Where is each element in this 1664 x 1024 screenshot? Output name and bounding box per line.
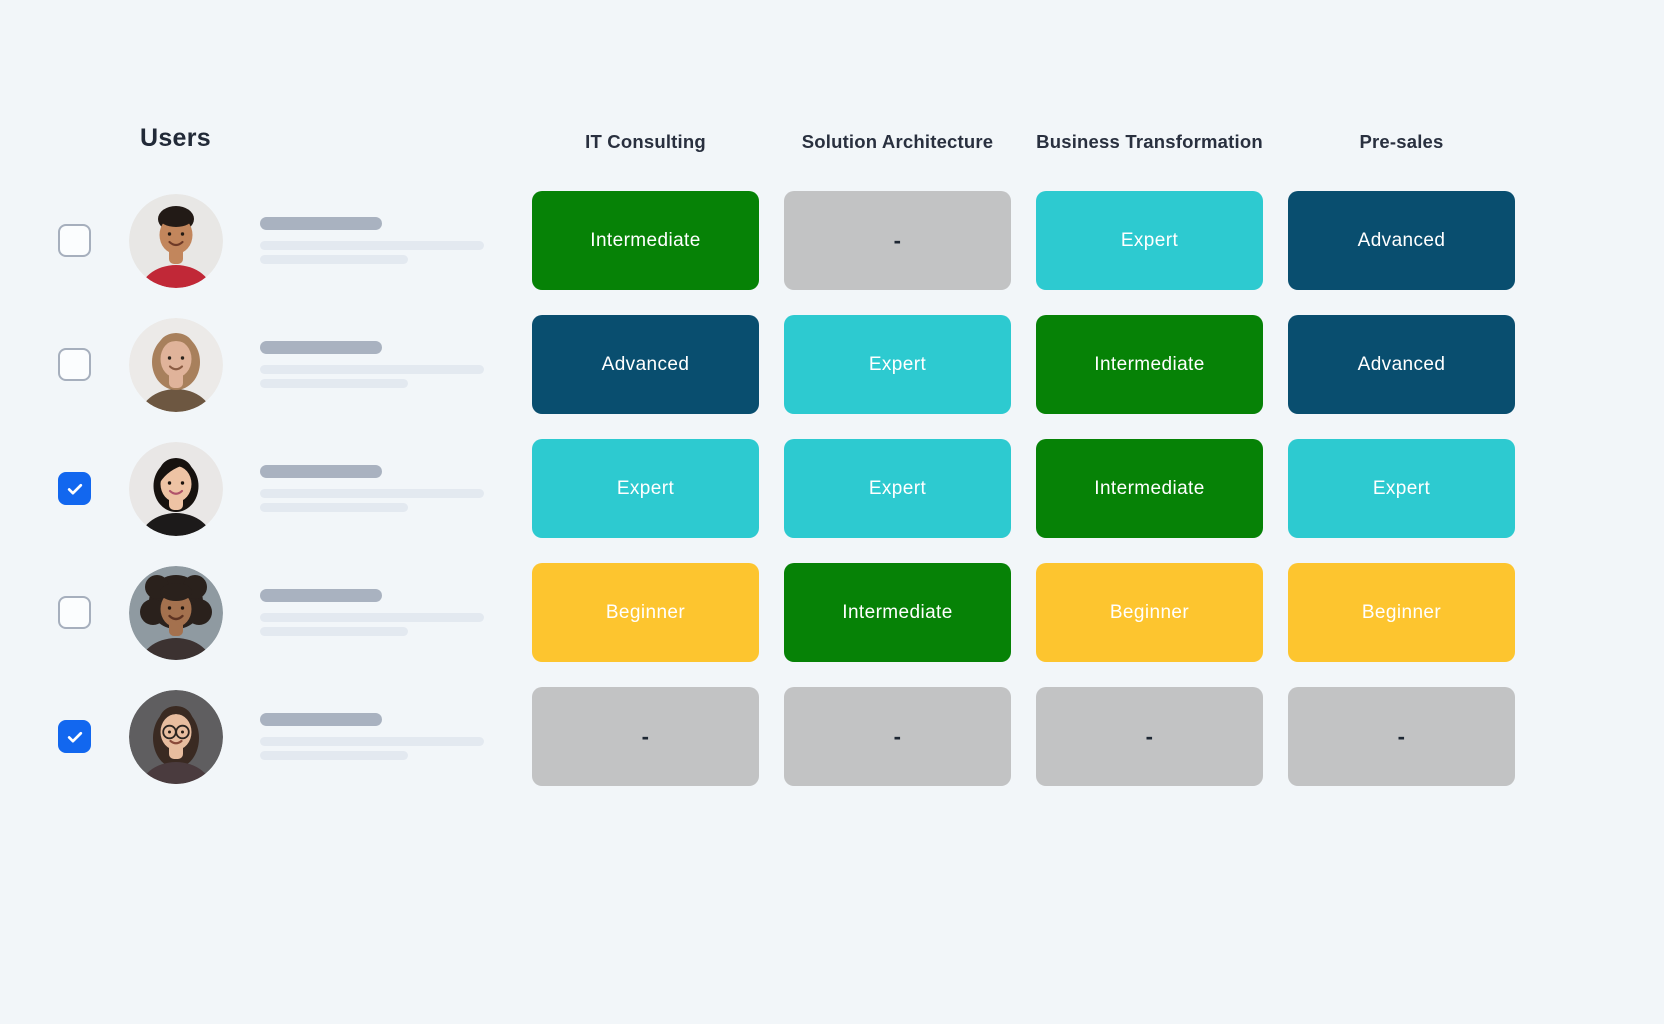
skill-badge-it-consulting[interactable]: Intermediate	[532, 191, 759, 290]
users-title-cell: Users	[58, 124, 532, 153]
user-row: Advanced Expert Intermediate Advanced	[58, 315, 1515, 414]
placeholder-bar	[260, 489, 484, 498]
user-row: Intermediate - Expert Advanced	[58, 191, 1515, 290]
user-avatar	[129, 193, 223, 288]
skill-badges: - - - -	[532, 687, 1515, 786]
skill-badges: Expert Expert Intermediate Expert	[532, 439, 1515, 538]
skills-matrix: Users IT Consulting Solution Architectur…	[58, 124, 1515, 811]
skill-badge-it-consulting[interactable]: -	[532, 687, 759, 786]
skill-badge-business-transformation[interactable]: Intermediate	[1036, 315, 1263, 414]
user-name-placeholder	[260, 589, 484, 636]
skill-badge-business-transformation[interactable]: Expert	[1036, 191, 1263, 290]
user-avatar	[129, 565, 223, 660]
column-header-business-transformation: Business Transformation	[1036, 131, 1263, 152]
skill-badge-solution-architecture[interactable]: Expert	[784, 439, 1011, 538]
user-cell	[58, 565, 532, 660]
skill-badge-solution-architecture[interactable]: -	[784, 191, 1011, 290]
placeholder-bar	[260, 379, 408, 388]
skill-badge-solution-architecture[interactable]: Intermediate	[784, 563, 1011, 662]
skill-badge-pre-sales[interactable]: Beginner	[1288, 563, 1515, 662]
placeholder-bar	[260, 217, 382, 230]
placeholder-bar	[260, 737, 484, 746]
user-avatar	[129, 689, 223, 784]
placeholder-bar	[260, 589, 382, 602]
placeholder-bar	[260, 341, 382, 354]
skill-badge-solution-architecture[interactable]: -	[784, 687, 1011, 786]
placeholder-bar	[260, 241, 484, 250]
user-row: Expert Expert Intermediate Expert	[58, 439, 1515, 538]
user-avatar	[129, 441, 223, 536]
user-checkbox[interactable]	[58, 596, 91, 629]
placeholder-bar	[260, 255, 408, 264]
user-name-placeholder	[260, 713, 484, 760]
user-cell	[58, 193, 532, 288]
placeholder-bar	[260, 365, 484, 374]
skill-badge-it-consulting[interactable]: Beginner	[532, 563, 759, 662]
placeholder-bar	[260, 751, 408, 760]
skill-badge-it-consulting[interactable]: Advanced	[532, 315, 759, 414]
skill-badge-business-transformation[interactable]: Beginner	[1036, 563, 1263, 662]
matrix-header-row: Users IT Consulting Solution Architectur…	[58, 124, 1515, 153]
placeholder-bar	[260, 627, 408, 636]
column-header-solution-architecture: Solution Architecture	[801, 131, 994, 152]
user-checkbox[interactable]	[58, 472, 91, 505]
skill-badge-pre-sales[interactable]: Advanced	[1288, 191, 1515, 290]
skill-badges: Advanced Expert Intermediate Advanced	[532, 315, 1515, 414]
column-header-pre-sales: Pre-sales	[1359, 131, 1444, 152]
skill-badge-it-consulting[interactable]: Expert	[532, 439, 759, 538]
user-cell	[58, 441, 532, 536]
skill-badges: Intermediate - Expert Advanced	[532, 191, 1515, 290]
skill-badge-business-transformation[interactable]: Intermediate	[1036, 439, 1263, 538]
user-name-placeholder	[260, 465, 484, 512]
placeholder-bar	[260, 613, 484, 622]
placeholder-bar	[260, 465, 382, 478]
user-checkbox[interactable]	[58, 348, 91, 381]
user-cell	[58, 689, 532, 784]
skill-badge-pre-sales[interactable]: Expert	[1288, 439, 1515, 538]
skill-badges: Beginner Intermediate Beginner Beginner	[532, 563, 1515, 662]
checkmark-icon	[67, 731, 82, 742]
user-checkbox[interactable]	[58, 224, 91, 257]
skill-badge-business-transformation[interactable]: -	[1036, 687, 1263, 786]
user-name-placeholder	[260, 341, 484, 388]
user-name-placeholder	[260, 217, 484, 264]
skill-badge-solution-architecture[interactable]: Expert	[784, 315, 1011, 414]
skill-badge-pre-sales[interactable]: -	[1288, 687, 1515, 786]
placeholder-bar	[260, 713, 382, 726]
column-header-it-consulting: IT Consulting	[585, 131, 706, 152]
user-checkbox[interactable]	[58, 720, 91, 753]
skill-badge-pre-sales[interactable]: Advanced	[1288, 315, 1515, 414]
user-cell	[58, 317, 532, 412]
user-row: - - - -	[58, 687, 1515, 786]
placeholder-bar	[260, 503, 408, 512]
user-avatar	[129, 317, 223, 412]
users-title: Users	[140, 124, 211, 152]
skill-column-headers: IT Consulting Solution Architecture Busi…	[532, 131, 1515, 153]
checkmark-icon	[67, 483, 82, 494]
user-row: Beginner Intermediate Beginner Beginner	[58, 563, 1515, 662]
